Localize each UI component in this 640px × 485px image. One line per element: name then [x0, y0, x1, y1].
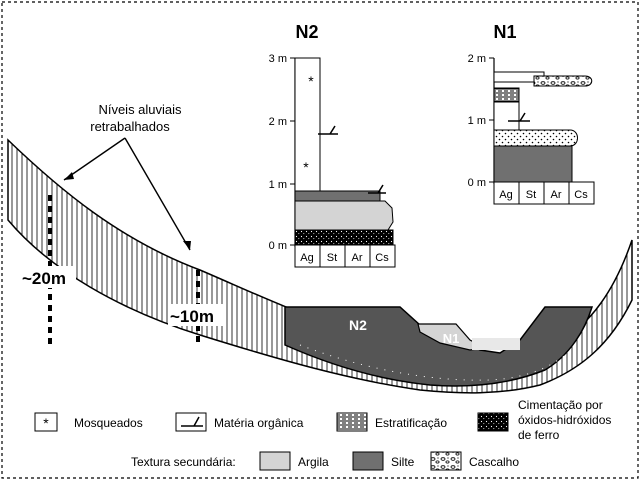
svg-text:1 m: 1 m: [269, 179, 287, 191]
legend-mosqueados-label: Mosqueados: [74, 416, 143, 430]
svg-text:0 m: 0 m: [468, 177, 486, 189]
n2-axis-cs: Cs: [375, 252, 389, 264]
legend-textura-label: Textura secundária:: [131, 455, 236, 469]
terrace-label-n1: N1: [443, 331, 460, 346]
n1-axis-st: St: [526, 189, 536, 201]
n1-axis-cs: Cs: [574, 189, 588, 201]
channel-light: [472, 338, 520, 350]
legend-cascalho-swatch: [430, 451, 462, 471]
n1-layer-gravel: [533, 75, 593, 87]
legend-ferro-line-2: óxidos-hidróxidos: [518, 413, 611, 427]
svg-text:*: *: [43, 415, 49, 431]
profile-title-n2: N2: [295, 22, 318, 42]
terrace-n2-deposit: [284, 306, 594, 387]
n2-mosqueado-1: *: [308, 73, 314, 89]
n2-layer-silte: [294, 190, 381, 202]
n2-organic-symbol: [318, 125, 338, 135]
n1-organic-symbol: [508, 112, 530, 122]
n1-layer-strat: [493, 87, 520, 103]
n1-layer-silte: [493, 145, 573, 183]
svg-text:2 m: 2 m: [468, 53, 486, 65]
n2-mosqueado-2: *: [303, 159, 309, 175]
n2-axis-ar: Ar: [352, 252, 363, 264]
callout-arrow-right: [124, 137, 191, 251]
n2-organic-symbol-2: [368, 184, 386, 194]
terrace-label-n2: N2: [349, 317, 367, 333]
n1-depth-axis: 2 m 1 m 0 m: [468, 53, 494, 189]
legend-mosqueados-swatch: [34, 412, 58, 432]
legend-ferro-line-1: Cimentação por: [518, 398, 603, 412]
n1-axis-ar: Ar: [551, 189, 562, 201]
n1-layer-sand: [493, 129, 578, 147]
callout-line-1: Níveis aluviais: [98, 102, 182, 117]
n2-layer-argila: [294, 200, 394, 231]
svg-text:1 m: 1 m: [468, 115, 486, 127]
legend-cascalho-label: Cascalho: [469, 455, 519, 469]
legend-strat-swatch: [336, 412, 368, 432]
legend-organic-label: Matéria orgânica: [214, 416, 304, 430]
svg-text:2 m: 2 m: [269, 116, 287, 128]
n1-axis-ag: Ag: [499, 189, 512, 201]
legend-argila-swatch: [259, 451, 291, 471]
n2-depth-axis: 3 m 2 m 1 m 0 m: [269, 53, 295, 252]
legend-argila-label: Argila: [298, 455, 329, 469]
svg-text:0 m: 0 m: [269, 240, 287, 252]
n2-layer-upper: [294, 57, 321, 192]
n1-layer-mid: [493, 101, 520, 131]
profile-title-n1: N1: [493, 22, 516, 42]
legend-silte-swatch: [352, 451, 384, 471]
legend-silte-label: Silte: [391, 455, 415, 469]
depth-label-deep: ~20m: [22, 269, 66, 288]
legend-ferro-line-3: de ferro: [518, 428, 560, 442]
legend-organic-swatch: [175, 412, 207, 432]
depth-label-shallow: ~10m: [170, 307, 214, 326]
legend-strat-label: Estratificação: [375, 416, 447, 430]
legend-ferro-swatch: [477, 412, 509, 432]
n2-axis-st: St: [327, 252, 337, 264]
svg-text:3 m: 3 m: [269, 53, 287, 65]
n2-layer-ferro: [294, 229, 394, 246]
n2-axis-ag: Ag: [300, 252, 313, 264]
callout-arrow-left: [63, 137, 126, 181]
legend: * Mosqueados Matéria orgânica Estratific…: [34, 398, 611, 471]
callout-line-2: retrabalhados: [90, 119, 170, 134]
